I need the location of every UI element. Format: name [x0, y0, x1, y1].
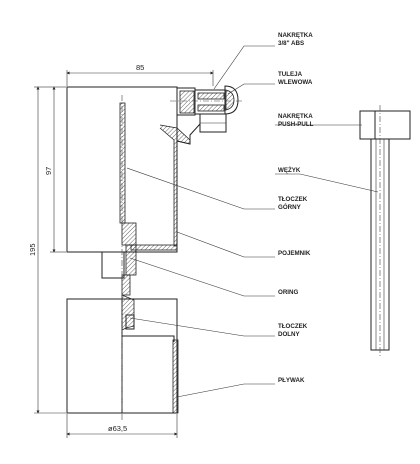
callout-float: PŁYWAK — [278, 377, 305, 384]
callout-container: POJEMNIK — [278, 250, 311, 257]
leader-lines — [126, 45, 379, 398]
label-oring: ORING — [278, 289, 298, 296]
label-push-pull-2: PUSH-PULL — [278, 121, 314, 128]
label-container: POJEMNIK — [278, 250, 311, 257]
callout-oring: ORING — [278, 289, 298, 296]
container-stem — [101, 251, 125, 279]
label-inlet-sleeve-1: TULEJA — [278, 71, 303, 78]
hose-assembly — [359, 105, 411, 356]
label-upper-piston-1: TŁOCZEK — [278, 196, 308, 203]
label-float: PŁYWAK — [278, 377, 305, 384]
dim-bottom-diameter: ø63,5 — [108, 424, 127, 433]
label-lower-piston-1: TŁOCZEK — [278, 323, 308, 330]
dim-left-height: 97 — [44, 167, 53, 175]
callout-upper-piston: TŁOCZEK GÓRNY — [278, 196, 308, 211]
callout-lower-piston: TŁOCZEK DOLNY — [278, 323, 308, 338]
dim-total-height: 195 — [28, 243, 37, 256]
lower-piston — [121, 274, 135, 331]
callout-push-pull-nut: NAKRĘTKA PUSH-PULL — [278, 113, 314, 128]
inlet-fitting — [170, 85, 244, 133]
callout-hose: WĘŻYK — [278, 167, 301, 174]
label-hose: WĘŻYK — [278, 167, 301, 174]
callout-inlet-sleeve: TULEJA WLEWOWA — [278, 71, 313, 86]
callout-nut-abs: NAKRĘTKA 3/8" ABS — [278, 32, 313, 47]
dim-top-width: 85 — [136, 63, 144, 72]
label-nut-abs-1: NAKRĘTKA — [278, 32, 313, 39]
label-nut-abs-2: 3/8" ABS — [278, 40, 304, 47]
label-upper-piston-2: GÓRNY — [278, 203, 302, 211]
label-lower-piston-2: DOLNY — [278, 331, 301, 338]
dimension-lines — [34, 70, 214, 438]
label-push-pull-1: NAKRĘTKA — [278, 113, 313, 120]
label-inlet-sleeve-2: WLEWOWA — [278, 79, 313, 86]
